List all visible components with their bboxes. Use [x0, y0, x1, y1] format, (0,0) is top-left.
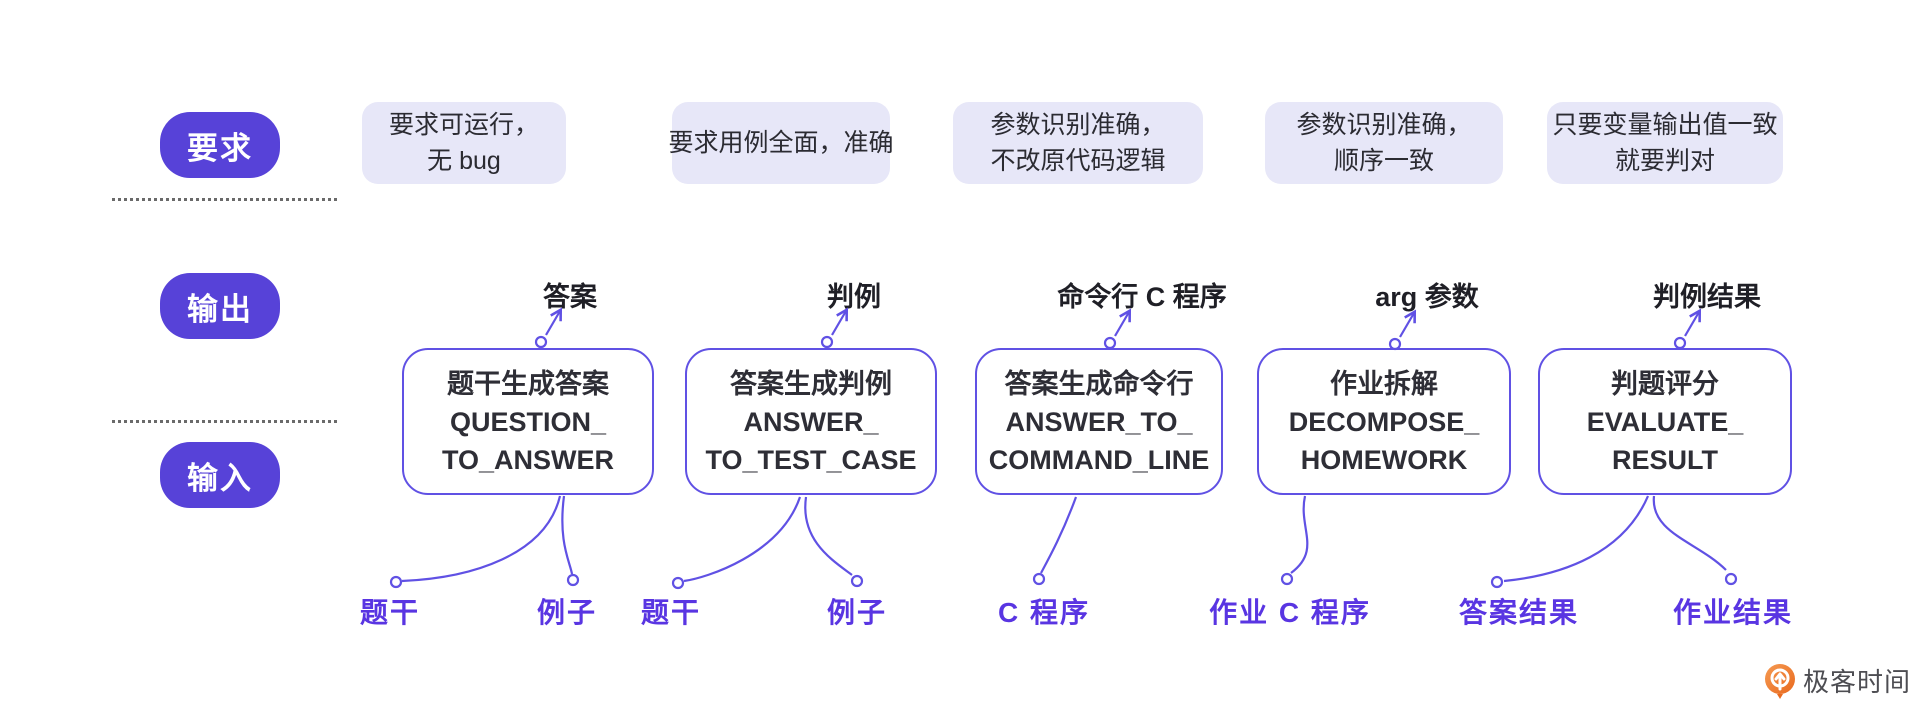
input-label-4: 作业 C 程序	[1209, 597, 1371, 628]
divider-dotted-bottom	[112, 420, 337, 423]
process-box-answer-to-test-case: 答案生成判例 ANSWER_ TO_TEST_CASE	[685, 348, 937, 495]
process-box-id-line: HOMEWORK	[1300, 444, 1468, 475]
requirement-text: 参数识别准确，	[990, 111, 1166, 139]
requirement-text: 要求用例全面，准确	[668, 129, 894, 157]
process-box-answer-to-command-line: 答案生成命令行 ANSWER_TO_ COMMAND_LINE	[975, 348, 1223, 495]
output-arrow-3	[1103, 308, 1132, 350]
output-arrow-5	[1673, 308, 1702, 350]
requirement-text: 顺序一致	[1333, 147, 1434, 175]
requirement-note-5: 只要变量输出值一致 就要判对	[1547, 102, 1783, 184]
input-branch-1b	[561, 495, 580, 587]
requirement-text: 无 bug	[427, 147, 501, 175]
input-branch-5b	[1652, 495, 1738, 586]
requirement-note-1: 要求可运行， 无 bug	[362, 102, 566, 184]
process-box-id-line: ANSWER_	[743, 406, 879, 437]
process-box-title: 答案生成判例	[730, 368, 892, 399]
requirement-text: 参数识别准确，	[1296, 111, 1472, 139]
output-label-2: 判例	[827, 282, 881, 312]
requirement-note-3: 参数识别准确， 不改原代码逻辑	[953, 102, 1203, 184]
row-label-requirement: 要求	[160, 112, 280, 178]
process-box-evaluate-result: 判题评分 EVALUATE_ RESULT	[1538, 348, 1792, 495]
process-box-decompose-homework: 作业拆解 DECOMPOSE_ HOMEWORK	[1257, 348, 1511, 495]
input-branch-2b	[804, 496, 864, 588]
output-arrow-2	[820, 307, 849, 349]
process-box-title: 答案生成命令行	[1004, 368, 1194, 399]
output-arrow-1	[534, 307, 563, 349]
row-label-input: 输入	[160, 442, 280, 508]
process-box-title: 题干生成答案	[447, 368, 609, 399]
output-label-1: 答案	[543, 282, 597, 312]
output-label-4: arg 参数	[1375, 282, 1479, 312]
requirement-text: 只要变量输出值一致	[1552, 111, 1778, 139]
output-label-5: 判例结果	[1653, 282, 1761, 312]
divider-dotted-top	[112, 198, 337, 201]
output-arrow-4	[1388, 309, 1417, 351]
process-box-id-line: ANSWER_TO_	[1005, 406, 1193, 437]
process-box-id-line: COMMAND_LINE	[988, 444, 1210, 475]
process-box-question-to-answer: 题干生成答案 QUESTION_ TO_ANSWER	[402, 348, 654, 495]
input-branch-1a	[389, 495, 562, 589]
process-box-id-line: QUESTION_	[449, 406, 607, 437]
requirement-note-4: 参数识别准确， 顺序一致	[1265, 102, 1503, 184]
input-label-5b: 作业结果	[1672, 597, 1794, 628]
input-branch-5a	[1490, 495, 1650, 589]
process-box-id-line: TO_ANSWER	[441, 444, 615, 475]
input-branch-3	[1032, 496, 1078, 586]
process-box-id-line: RESULT	[1612, 444, 1718, 475]
process-box-id-line: DECOMPOSE_	[1288, 406, 1480, 437]
input-label-3: C 程序	[997, 597, 1091, 628]
input-branch-2a	[671, 496, 802, 590]
requirement-note-2: 要求用例全面，准确	[669, 102, 894, 184]
input-label-5a: 答案结果	[1458, 597, 1580, 628]
requirement-text: 就要判对	[1614, 147, 1715, 175]
process-box-title: 作业拆解	[1330, 368, 1438, 399]
input-branch-4	[1280, 495, 1309, 586]
brand-name: 极客时间	[1803, 667, 1912, 697]
input-label-1b: 例子	[536, 597, 598, 628]
requirement-text: 要求可运行，	[388, 111, 539, 139]
geektime-logo-icon	[1765, 663, 1795, 699]
requirement-text: 不改原代码逻辑	[990, 147, 1166, 175]
input-label-2b: 例子	[826, 597, 888, 628]
output-label-3: 命令行 C 程序	[1057, 282, 1227, 312]
input-label-1a: 题干	[359, 597, 421, 628]
process-box-title: 判题评分	[1611, 368, 1719, 399]
process-box-id-line: TO_TEST_CASE	[705, 444, 917, 475]
row-label-output: 输出	[160, 273, 280, 339]
input-label-2a: 题干	[640, 597, 702, 628]
process-box-id-line: EVALUATE_	[1586, 406, 1744, 437]
geektime-logo: 极客时间	[1763, 662, 1911, 699]
